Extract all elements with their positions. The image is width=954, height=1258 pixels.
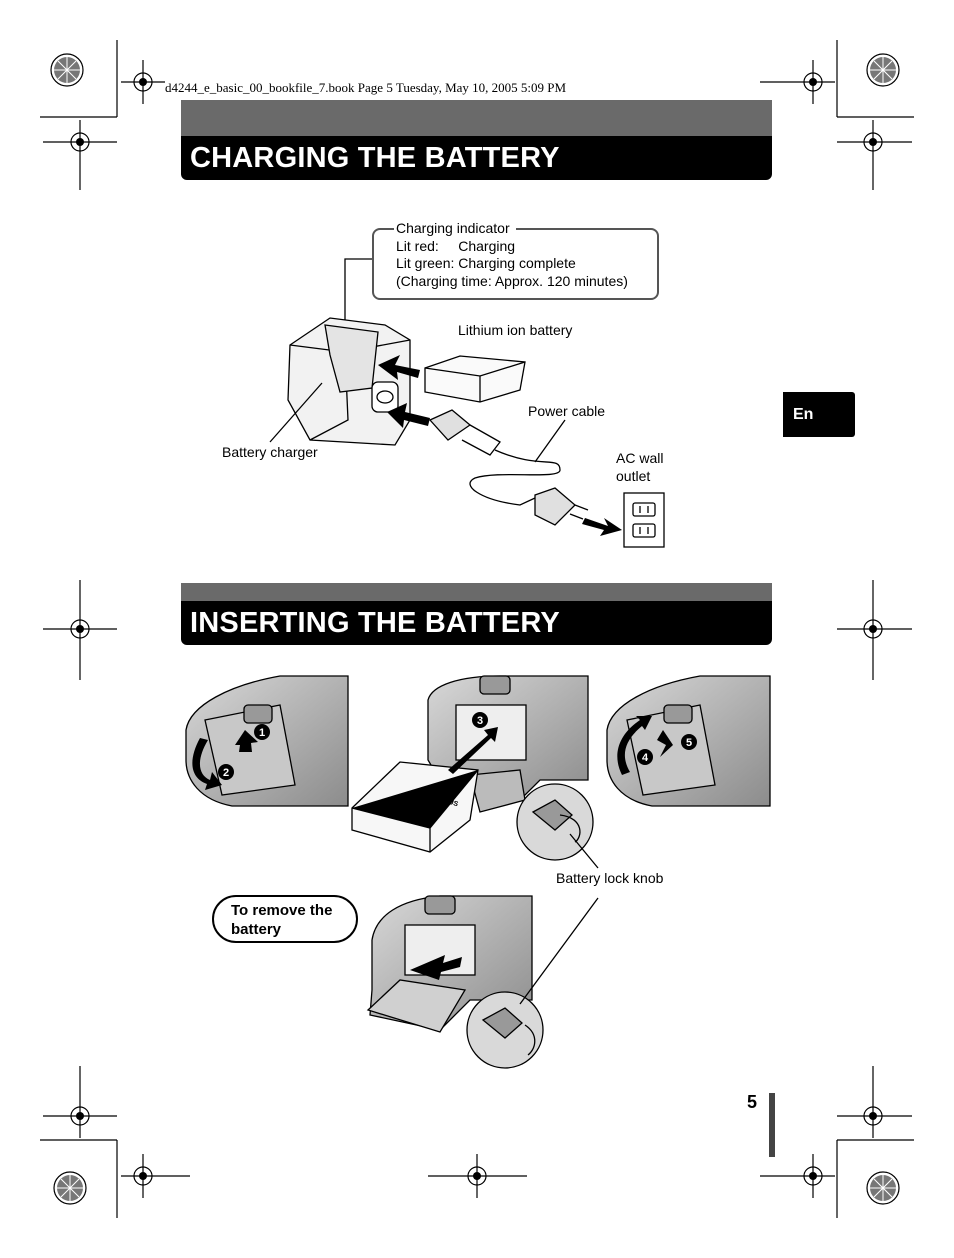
- battery-label: Lithium ion battery: [458, 322, 573, 338]
- step-number-3: 3: [477, 715, 483, 727]
- step-bullet-4: [637, 749, 653, 765]
- step-bullet-2: [218, 764, 234, 780]
- section-title-inserting: INSERTING THE BATTERY: [181, 601, 772, 645]
- charger-label: Battery charger: [222, 444, 318, 460]
- remove-battery-box: To remove the battery: [212, 895, 358, 943]
- step-bullet-3: [472, 712, 488, 728]
- section-title-charging: CHARGING THE BATTERY: [181, 136, 772, 180]
- outlet-label-line1: AC wall: [616, 450, 664, 466]
- step-bullet-5: [681, 734, 697, 750]
- step-number-2: 2: [223, 767, 229, 779]
- page-number: 5: [747, 1092, 758, 1112]
- step-number-5: 5: [686, 737, 692, 749]
- page-bar: [769, 1093, 775, 1157]
- outlet-label-line2: outlet: [616, 468, 651, 484]
- section-band-top: [181, 100, 772, 136]
- step-bullet-1: [254, 724, 270, 740]
- indicator-red-line: Lit red: Charging: [396, 237, 516, 254]
- lock-knob-label: Battery lock knob: [556, 870, 664, 886]
- charging-indicator-title: Charging indicator: [394, 220, 516, 236]
- power-cable-label: Power cable: [528, 403, 606, 419]
- step-number-1: 1: [259, 727, 265, 739]
- indicator-time-line: (Charging time: Approx. 120 minutes): [396, 272, 628, 289]
- step-bullets: [218, 712, 697, 780]
- remove-box-line2: battery: [231, 921, 282, 938]
- language-tab: En: [783, 392, 855, 437]
- section-band-top-2: [181, 583, 772, 601]
- step-number-4: 4: [642, 752, 649, 764]
- print-header: d4244_e_basic_00_bookfile_7.book Page 5 …: [165, 80, 567, 95]
- charging-indicator-text: Charging indicator Lit red: Charging Lit…: [394, 220, 628, 290]
- remove-box-line1: To remove the: [231, 902, 333, 919]
- indicator-green-line: Lit green: Charging complete: [396, 255, 576, 271]
